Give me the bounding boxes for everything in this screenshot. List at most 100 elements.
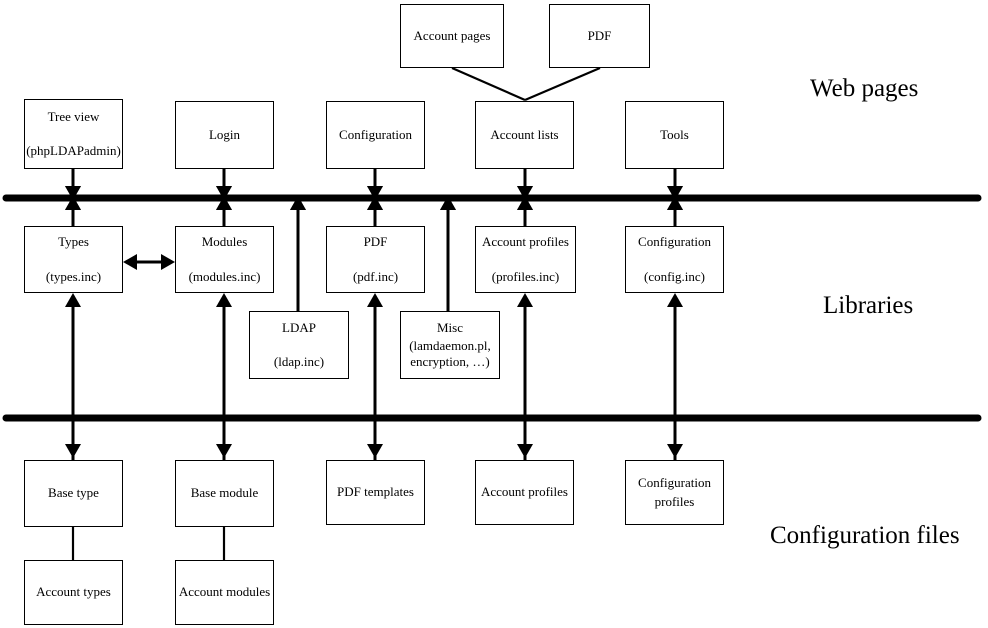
node-misc-lib-label: Misc [437, 319, 463, 335]
node-misc-lib[interactable]: Misc (lamdaemon.pl,encryption, …) [400, 311, 500, 379]
configuration-lib-up-to-bar-head [667, 196, 683, 210]
node-ldap-lib-sublabel: (ldap.inc) [273, 354, 325, 369]
node-pdf-lib-sublabel: (pdf.inc) [352, 268, 399, 284]
modules-up-to-bar-head-overlay [216, 196, 232, 210]
bar-down-to-configuration-profiles-head [667, 444, 683, 458]
account-profiles-file-up-to-lib [517, 293, 533, 460]
bar-down-to-account-profiles-file [517, 396, 533, 458]
bar-down-to-base-module [216, 396, 232, 458]
node-account-profiles-file-label: Account profiles [480, 484, 568, 500]
node-account-pages-label: Account pages [413, 27, 491, 43]
node-types-lib-sublabel: (types.inc) [45, 268, 102, 284]
tools-down-to-bar [667, 169, 683, 200]
types-up-to-bar-head [65, 196, 81, 210]
node-misc-lib-sublabel-2: encryption, …) [410, 354, 490, 370]
login-down-to-bar [216, 169, 232, 200]
node-account-profiles-file[interactable]: Account profiles [475, 460, 574, 525]
node-account-modules[interactable]: Account modules [175, 560, 274, 625]
tools-down-to-bar-head-overlay [667, 186, 683, 200]
tree-view-down-to-bar-head [65, 186, 81, 200]
node-configuration-profiles-file[interactable]: Configuration profiles [625, 460, 724, 525]
configuration-page-down-to-bar-head-overlay [367, 186, 383, 200]
node-types-lib[interactable]: Types(types.inc) [24, 226, 123, 293]
node-tree-view[interactable]: Tree view (phpLDAPadmin) [24, 99, 123, 169]
configuration-profiles-up-to-lib-head [667, 293, 683, 307]
account-profiles-up-to-bar-head [517, 196, 533, 210]
node-configuration-lib[interactable]: Configuration(config.inc) [625, 226, 724, 293]
tools-down-to-bar-head [667, 186, 683, 200]
node-login[interactable]: Login [175, 101, 274, 169]
node-configuration-profiles-file-label: Configuration [638, 475, 711, 491]
account-lists-down-to-bar-head-overlay [517, 186, 533, 200]
node-tools[interactable]: Tools [625, 101, 724, 169]
node-ldap-lib[interactable]: LDAP (ldap.inc) [249, 311, 349, 379]
configuration-page-down-to-bar-head [367, 186, 383, 200]
node-ldap-lib-label: LDAP [282, 319, 316, 335]
node-misc-lib-sublabel: (lamdaemon.pl, [409, 337, 491, 353]
node-pdf-lib-label: PDF [363, 234, 388, 250]
account-lists-down-to-bar-head [517, 186, 533, 200]
node-pdf-page[interactable]: PDF [549, 4, 650, 68]
bar-down-to-pdf-templates [367, 396, 383, 458]
account-profiles-up-to-bar [517, 196, 533, 226]
node-account-pages[interactable]: Account pages [400, 4, 504, 68]
pdf-lib-up-to-bar-head [367, 196, 383, 210]
tree-view-down-to-bar [65, 169, 81, 200]
node-base-type-label: Base type [48, 485, 99, 501]
node-account-profiles-lib[interactable]: Account profiles (profiles.inc) [475, 226, 576, 293]
account-profiles-up-to-bar-head-overlay [517, 196, 533, 210]
node-base-module[interactable]: Base module [175, 460, 274, 527]
pdf-page-to-account-lists-seg [524, 66, 601, 102]
ldap-up-to-bar-head-overlay [290, 196, 306, 210]
node-configuration-lib-label: Configuration [638, 234, 711, 250]
bar-down-to-base-type-head [65, 444, 81, 458]
misc-up-to-bar-head [440, 196, 456, 210]
section-label-libraries: Libraries [823, 292, 914, 319]
node-pdf-page-label: PDF [587, 27, 612, 43]
node-modules-lib[interactable]: Modules (modules.inc) [175, 226, 274, 293]
node-account-profiles-lib-label: Account profiles [481, 234, 569, 250]
node-account-lists-label: Account lists [490, 126, 559, 142]
node-pdf-templates[interactable]: PDF templates [326, 460, 425, 525]
configuration-lib-up-to-bar-head-overlay [667, 196, 683, 210]
ldap-up-to-bar [290, 196, 306, 311]
bar-down-to-account-profiles-file-head [517, 444, 533, 458]
node-modules-lib-label: Modules [201, 234, 248, 250]
node-account-modules-label: Account modules [178, 584, 271, 600]
types-modules-bidirectional [123, 254, 175, 270]
configuration-page-down-to-bar [367, 169, 383, 200]
node-pdf-templates-label: PDF templates [337, 484, 414, 500]
pdf-templates-up-to-pdf-lib-head [367, 293, 383, 307]
login-down-to-bar-head-overlay [216, 186, 232, 200]
node-tree-view-label: Tree view [47, 108, 100, 124]
node-configuration-page-label: Configuration [339, 126, 412, 142]
node-configuration-page[interactable]: Configuration [326, 101, 425, 169]
node-account-profiles-lib-sublabel: (profiles.inc) [491, 268, 560, 284]
configuration-lib-up-to-bar [667, 196, 683, 226]
node-tree-view-sublabel: (phpLDAPadmin) [26, 143, 121, 158]
modules-up-to-bar-head [216, 196, 232, 210]
node-account-types[interactable]: Account types [24, 560, 123, 625]
types-up-to-bar-head-overlay [65, 196, 81, 210]
node-account-lists[interactable]: Account lists [475, 101, 574, 169]
login-down-to-bar-head [216, 186, 232, 200]
misc-up-to-bar-head-overlay [440, 196, 456, 210]
types-modules-bidirectional-head-right [161, 254, 175, 270]
node-base-module-label: Base module [190, 485, 259, 501]
node-configuration-profiles-file-sublabel: profiles [654, 493, 695, 509]
node-modules-lib-sublabel: (modules.inc) [188, 268, 261, 284]
node-pdf-lib[interactable]: PDF (pdf.inc) [326, 226, 425, 293]
account-pages-to-account-lists-seg [451, 66, 526, 102]
base-type-up-to-types [65, 293, 81, 460]
pdf-page-to-account-lists [524, 66, 601, 102]
bar-down-to-configuration-profiles [667, 396, 683, 458]
misc-up-to-bar [440, 196, 456, 311]
node-tools-label: Tools [660, 126, 689, 142]
account-lists-down-to-bar [517, 169, 533, 200]
pdf-lib-up-to-bar-head-overlay [367, 196, 383, 210]
node-login-label: Login [208, 126, 241, 142]
tree-view-down-to-bar-head-overlay [65, 186, 81, 200]
modules-up-to-bar [216, 196, 232, 226]
node-base-type[interactable]: Base type [24, 460, 123, 527]
bar-down-to-base-module-head [216, 444, 232, 458]
